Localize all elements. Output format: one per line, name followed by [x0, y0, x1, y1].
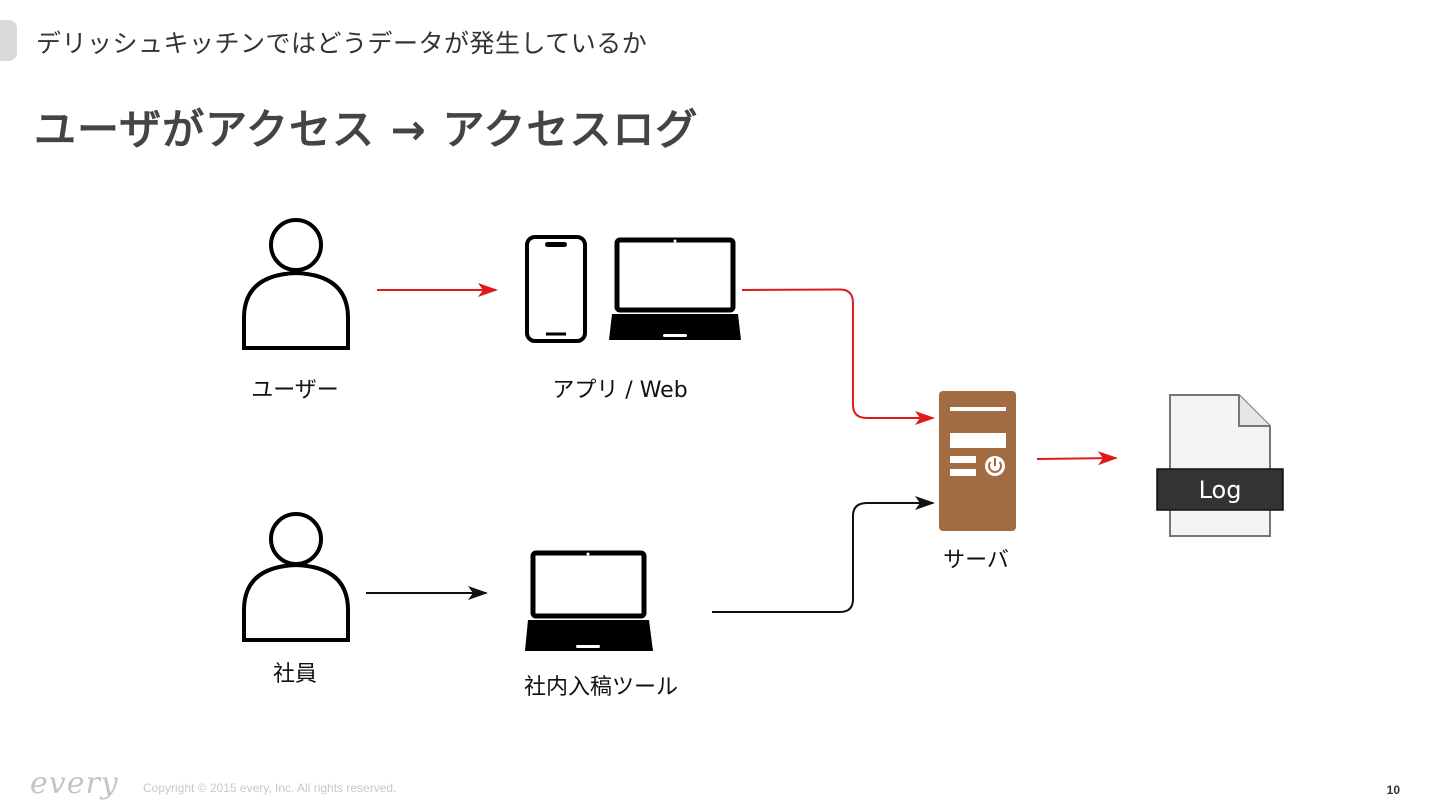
laptop-icon	[609, 237, 741, 340]
slide-title: ユーザがアクセス → アクセスログ	[34, 105, 699, 154]
smartphone-icon	[525, 235, 587, 343]
slide-tab-marker	[0, 20, 17, 61]
every-logo: every	[30, 766, 119, 801]
server-icon	[939, 391, 1016, 531]
page-number: 10	[1386, 783, 1400, 797]
server-label: サーバ	[943, 548, 1009, 573]
employee-label: 社員	[272, 662, 318, 687]
log-file-icon	[1156, 394, 1284, 537]
app-web-label: アプリ / Web	[552, 378, 688, 403]
user-label: ユーザー	[251, 378, 339, 403]
internal-tool-laptop-icon	[525, 550, 653, 651]
internal-tool-label: 社内入稿ツール	[523, 675, 679, 700]
arrow-app-to-server	[741, 288, 935, 425]
arrow-tool-to-server	[712, 496, 935, 613]
employee-person-icon	[242, 512, 350, 642]
arrow-server-to-log	[1036, 451, 1118, 466]
log-label: Log	[1198, 476, 1242, 504]
user-person-icon	[242, 218, 350, 350]
slide-subtitle: デリッシュキッチンではどうデータが発生しているか	[36, 29, 648, 58]
copyright-text: Copyright © 2015 every, Inc. All rights …	[143, 781, 397, 795]
flow-arrows	[366, 283, 1118, 613]
